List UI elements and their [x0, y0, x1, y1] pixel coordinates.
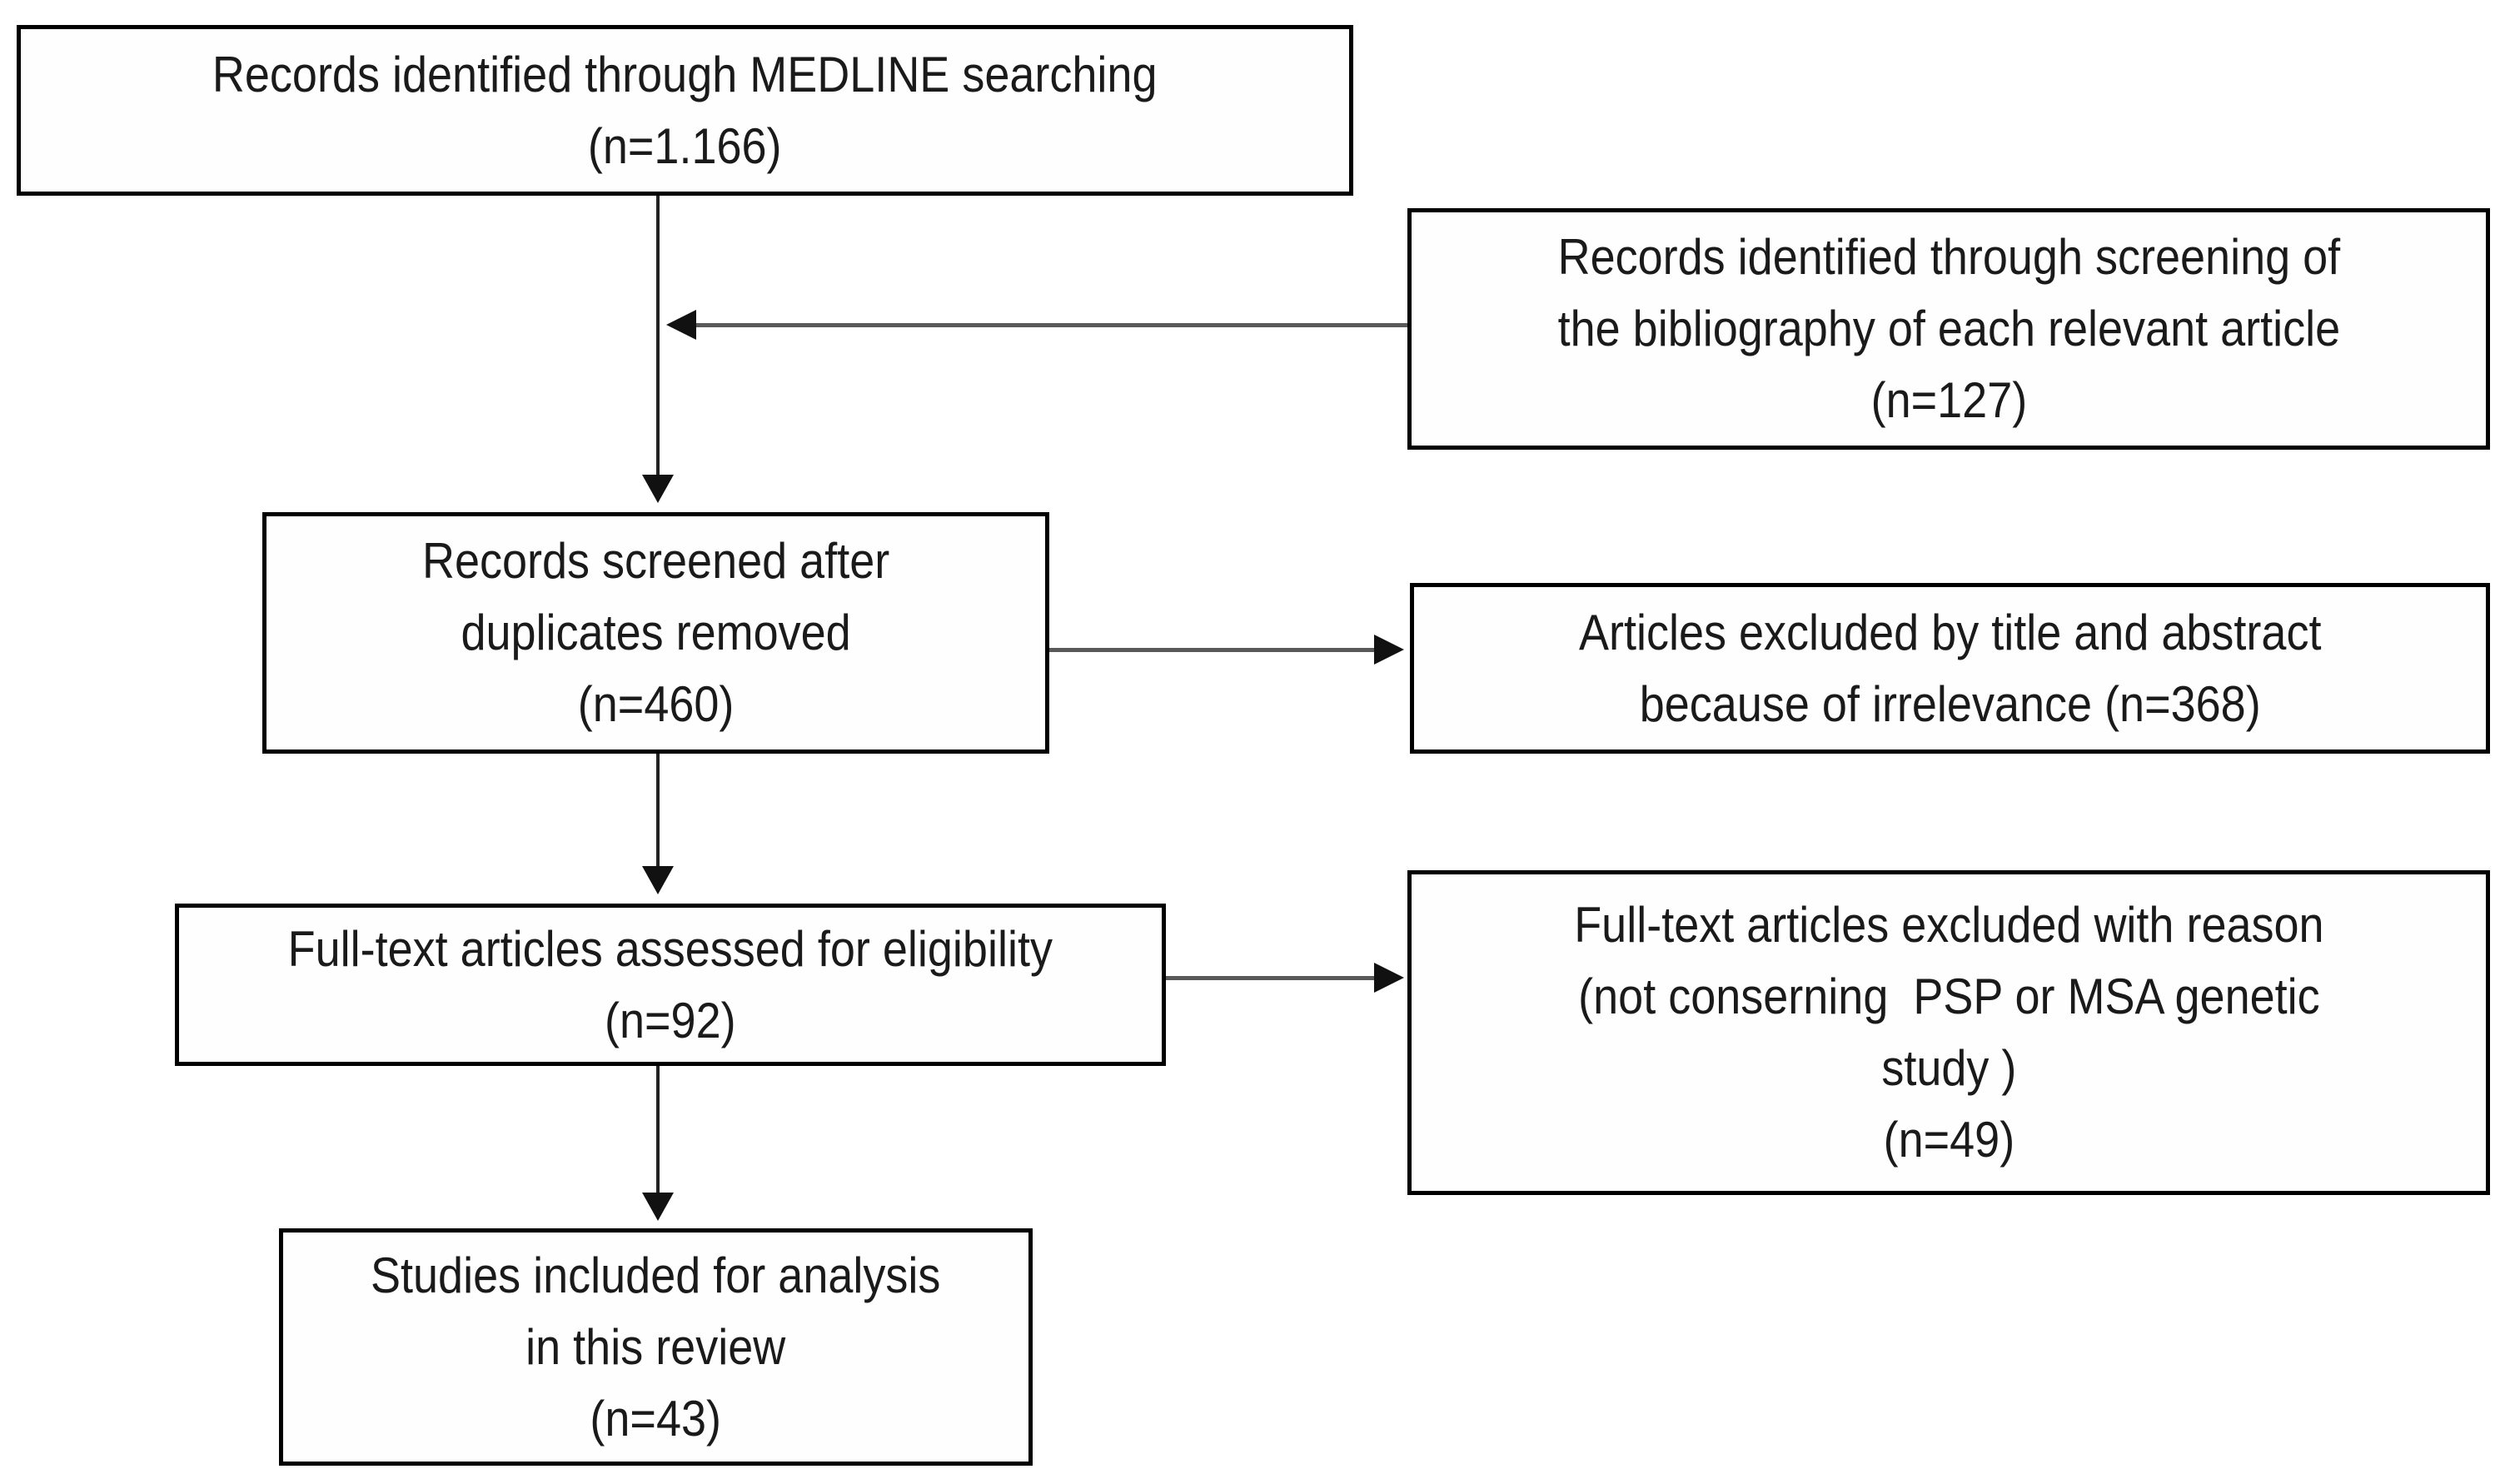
node-studies-included-text: Studies included for analysis in this re… — [283, 1240, 1028, 1455]
node-count: (n=127) — [1870, 372, 2027, 428]
arrow-fulltext-to-included-head — [642, 1193, 674, 1221]
node-records-screened-text: Records screened after duplicates remove… — [266, 525, 1045, 740]
node-records-identified-text: Records identified through MEDLINE searc… — [21, 39, 1349, 182]
arrow-bibliography-merge-head — [666, 310, 696, 340]
node-line: Full-text articles excluded with reason — [1573, 897, 2324, 953]
node-excluded-title-abstract-text: Articles excluded by title and abstract … — [1414, 597, 2486, 740]
node-line: Full-text articles assessed for eligibil… — [287, 920, 1053, 977]
node-line: the bibliography of each relevant articl… — [1557, 301, 2340, 356]
node-bibliography-screening: Records identified through screening of … — [1407, 208, 2490, 450]
arrow-screened-to-excluded-line — [1049, 648, 1374, 652]
node-fulltext-excluded-text: Full-text articles excluded with reason … — [1412, 889, 2486, 1176]
arrow-identified-to-screened-head — [642, 475, 674, 503]
arrow-screened-to-excluded-head — [1374, 635, 1404, 665]
node-fulltext-assessed: Full-text articles assessed for eligibil… — [175, 904, 1166, 1066]
arrow-bibliography-merge-line — [696, 323, 1407, 327]
node-line: Articles excluded by title and abstract — [1578, 604, 2322, 660]
arrow-identified-to-screened-line — [656, 196, 660, 475]
node-excluded-title-abstract: Articles excluded by title and abstract … — [1410, 583, 2490, 754]
node-line: Records identified through MEDLINE searc… — [212, 46, 1158, 102]
node-count: (n=92) — [605, 992, 736, 1048]
node-line: Records screened after — [421, 533, 890, 589]
node-records-screened: Records screened after duplicates remove… — [262, 512, 1049, 754]
arrow-fulltext-to-excluded-head — [1374, 963, 1404, 993]
arrow-screened-to-fulltext-head — [642, 866, 674, 894]
node-line: duplicates removed — [461, 605, 851, 660]
arrow-fulltext-to-included-line — [656, 1066, 660, 1193]
node-records-identified: Records identified through MEDLINE searc… — [17, 25, 1353, 196]
node-count: (n=460) — [577, 676, 735, 732]
node-line: Records identified through screening of — [1557, 229, 2340, 285]
node-line: Studies included for analysis — [371, 1247, 941, 1303]
node-studies-included: Studies included for analysis in this re… — [279, 1228, 1033, 1466]
arrow-screened-to-fulltext-line — [656, 754, 660, 866]
node-line: study ) — [1880, 1040, 2017, 1096]
arrow-fulltext-to-excluded-line — [1166, 976, 1374, 980]
node-line: in this review — [525, 1318, 786, 1375]
node-count: (n=43) — [590, 1390, 722, 1447]
node-line: (not conserning PSP or MSA genetic — [1577, 969, 2320, 1024]
node-bibliography-screening-text: Records identified through screening of … — [1412, 222, 2486, 436]
node-count: (n=1.166) — [588, 117, 782, 174]
node-fulltext-excluded: Full-text articles excluded with reason … — [1407, 870, 2490, 1195]
node-fulltext-assessed-text: Full-text articles assessed for eligibil… — [179, 914, 1162, 1057]
node-count: (n=49) — [1883, 1112, 2014, 1168]
node-line: because of irrelevance (n=368) — [1639, 675, 2261, 732]
